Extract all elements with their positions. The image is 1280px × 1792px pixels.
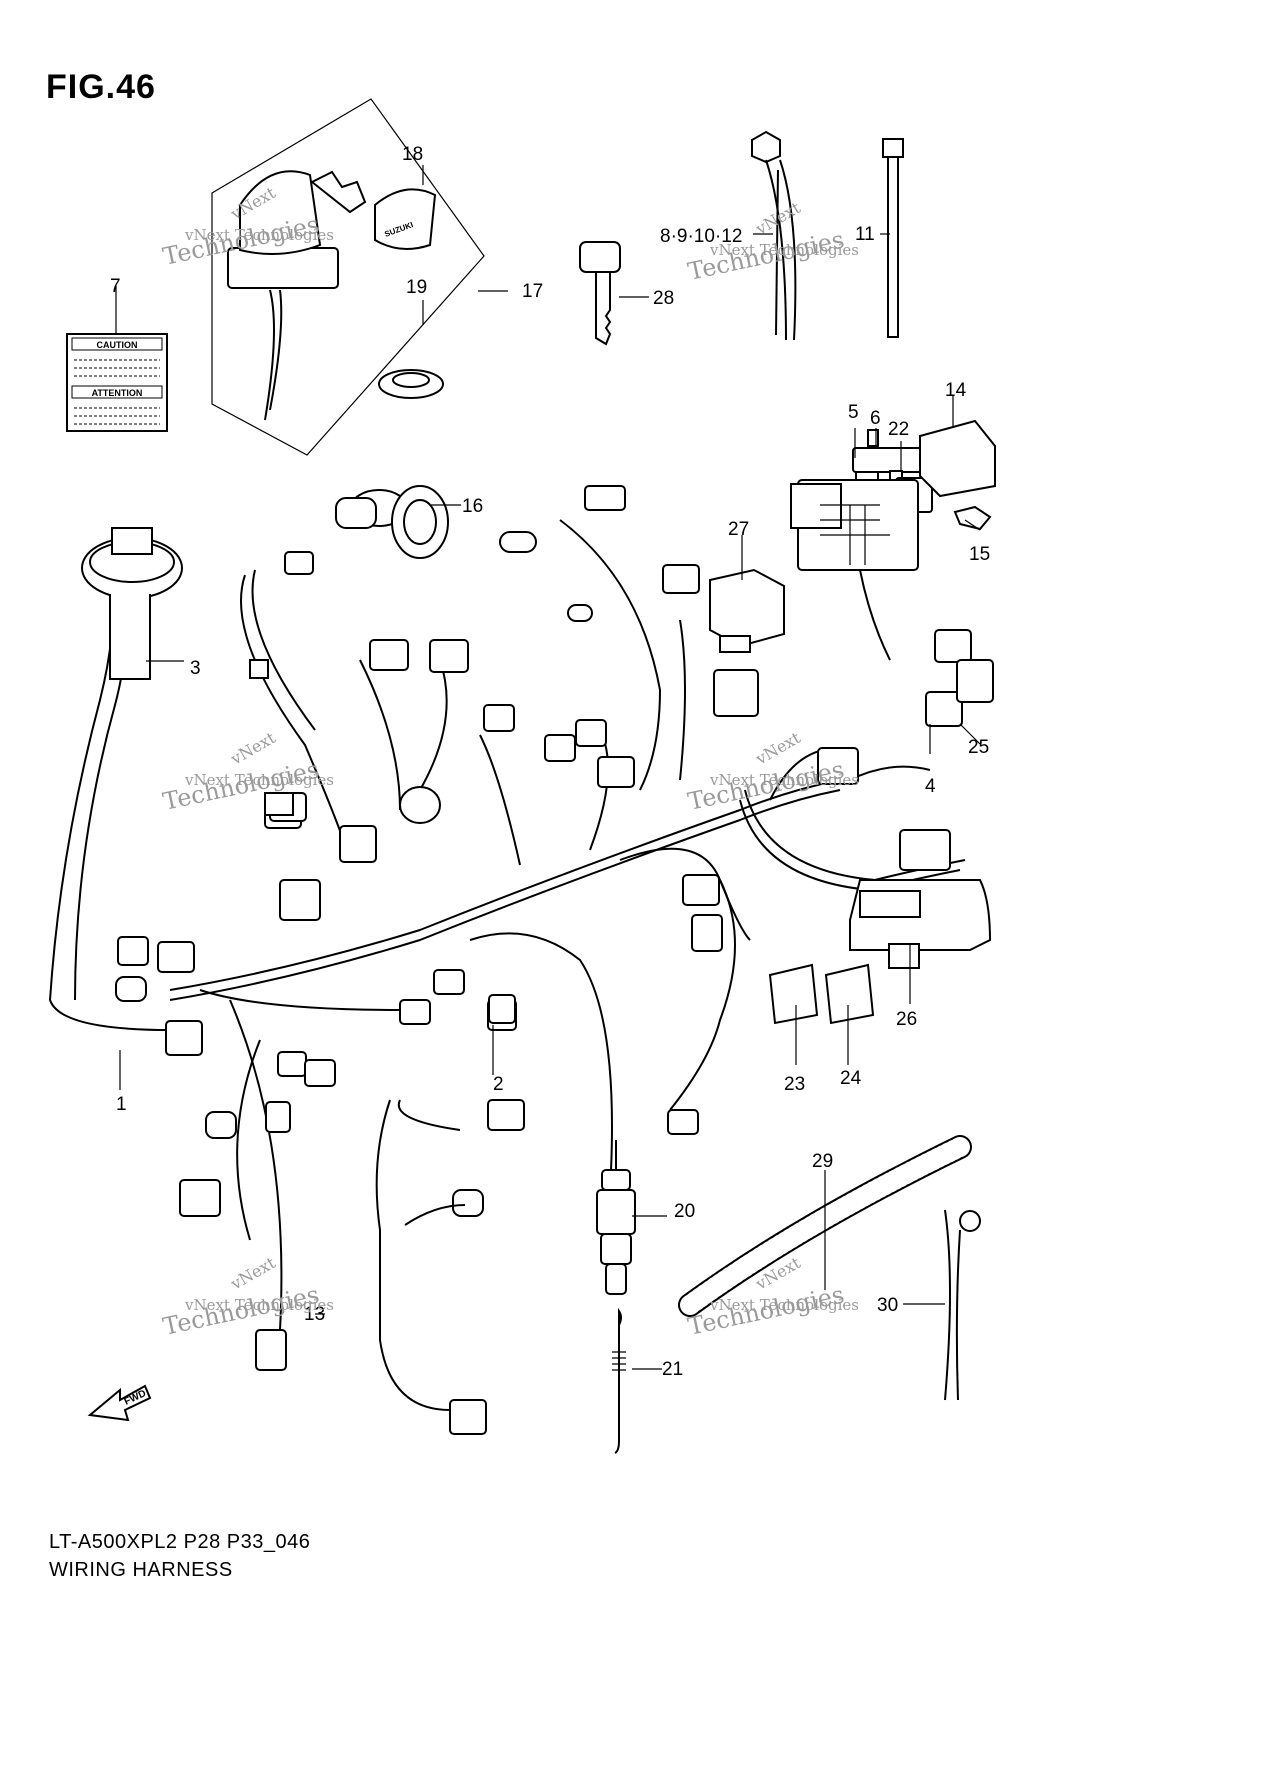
long-cable-tie (944, 1209, 981, 1401)
power-socket (335, 485, 449, 559)
connector-covers-and-bracket (768, 879, 992, 1025)
callout-11: 11 (855, 224, 875, 245)
callout-19: 19 (406, 277, 427, 298)
watermark: vNext vNext Technologies Technologies (685, 1253, 859, 1341)
oxygen-sensor (596, 1140, 636, 1295)
main-harness-wires (48, 519, 966, 1331)
callout-14: 14 (945, 380, 967, 401)
svg-text:vNext: vNext (227, 728, 279, 769)
ignition-key (579, 241, 621, 346)
caution-text: CAUTION (97, 340, 138, 350)
svg-text:vNext Technologies: vNext Technologies (709, 771, 859, 789)
callout-29: 29 (812, 1151, 833, 1172)
spring-clip (612, 1307, 626, 1454)
callout-16: 16 (462, 496, 483, 517)
caution-label-sticker: CAUTION ATTENTION (66, 333, 168, 432)
callout-17: 17 (522, 281, 543, 302)
connector-part-2 (488, 994, 516, 1024)
callout-25: 25 (968, 737, 989, 758)
callout-22: 22 (888, 419, 909, 440)
watermarks: vNext vNext Technologies Technologies vN… (160, 183, 859, 1341)
callout-21: 21 (662, 1359, 683, 1380)
callout-8-9-10-12: 8·9·10·12 (660, 226, 742, 247)
harness-connectors (115, 485, 994, 1435)
figure-title: FIG.46 (46, 68, 156, 106)
cable-ties (751, 130, 904, 341)
callout-4: 4 (925, 776, 936, 797)
callout-numbers: 3 1 2 4 5 6 7 8·9·10·12 11 13 14 15 16 1… (110, 144, 990, 1380)
ignition-switch-assembly (211, 98, 485, 456)
svg-text:vNext: vNext (227, 1253, 279, 1294)
callout-30: 30 (877, 1295, 898, 1316)
callout-6: 6 (870, 408, 881, 429)
callout-3: 3 (190, 658, 201, 679)
svg-text:vNext Technologies: vNext Technologies (184, 226, 334, 244)
relay-unit (709, 568, 785, 653)
svg-text:vNext Technologies: vNext Technologies (184, 1296, 334, 1314)
svg-text:vNext Technologies: vNext Technologies (709, 1296, 859, 1314)
svg-text:vNext Technologies: vNext Technologies (184, 771, 334, 789)
callout-13: 13 (304, 1304, 325, 1325)
callout-7: 7 (110, 276, 121, 297)
watermark: vNext vNext Technologies Technologies (160, 728, 334, 816)
model-code: LT-A500XPL2 P28 P33_046 (49, 1531, 311, 1553)
svg-text:vNext Technologies: vNext Technologies (709, 241, 859, 259)
callout-23: 23 (784, 1074, 805, 1095)
callout-18: 18 (402, 144, 423, 165)
callout-2: 2 (493, 1074, 504, 1095)
callout-27: 27 (728, 519, 749, 540)
callout-1: 1 (116, 1094, 127, 1115)
callout-24: 24 (840, 1068, 862, 1089)
callout-15: 15 (969, 544, 990, 565)
watermark: vNext vNext Technologies Technologies (160, 1253, 334, 1341)
watermark: vNext vNext Technologies Technologies (685, 728, 859, 816)
callout-26: 26 (896, 1009, 917, 1030)
corrugated-tube (678, 1135, 972, 1317)
section-title: WIRING HARNESS (49, 1559, 233, 1581)
callout-5: 5 (848, 402, 859, 423)
leader-lines (115, 165, 981, 1370)
forward-direction-arrow: FWD (87, 1384, 152, 1422)
fuse-box-area (790, 419, 996, 661)
callout-20: 20 (674, 1201, 695, 1222)
watermark: vNext vNext Technologies Technologies (685, 198, 859, 286)
callout-28: 28 (653, 288, 674, 309)
attention-text: ATTENTION (92, 388, 143, 398)
